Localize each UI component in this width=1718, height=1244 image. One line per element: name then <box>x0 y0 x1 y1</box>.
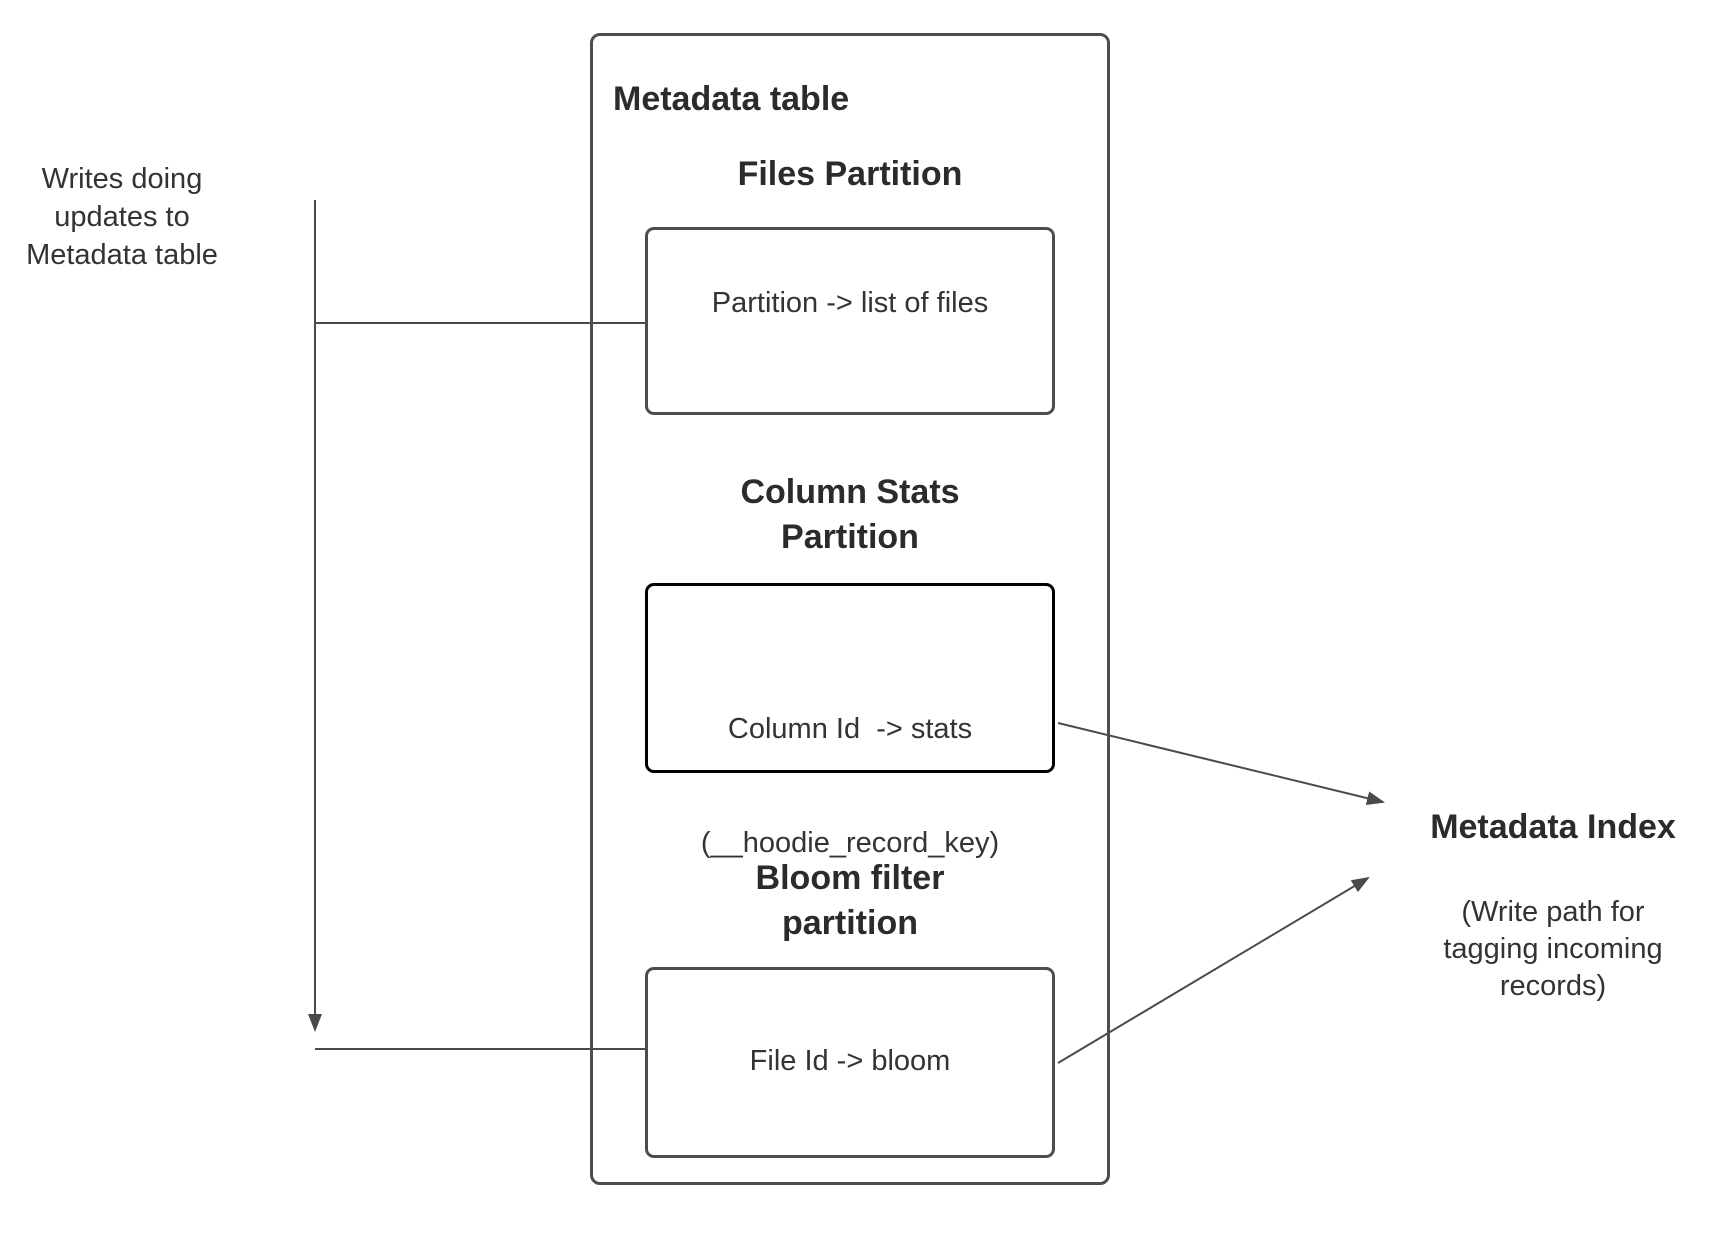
column-stats-mapping-line: Column Id -> stats <box>727 713 973 745</box>
metadata-index-subtitle-line: (Write path for <box>1461 896 1645 928</box>
files-partition-box: Partition -> list of files <box>645 227 1055 415</box>
metadata-index-subtitle-line: tagging incoming <box>1443 933 1663 965</box>
metadata-index-subtitle: (Write path for tagging incoming records… <box>1388 894 1718 1005</box>
column-stats-mapping-line: (__hoodie_record_key) <box>700 827 1000 859</box>
metadata-index-subtitle-line: records) <box>1499 970 1607 1002</box>
files-partition-mapping: Partition -> list of files <box>711 287 989 319</box>
writes-note-line: Writes doing <box>41 163 203 195</box>
column-stats-mapping: Column Id -> stats (__hoodie_record_key) <box>648 634 1052 938</box>
column-stats-partition-heading: Column Stats Partition <box>645 470 1055 560</box>
writes-note: Writes doing updates to Metadata table <box>12 160 232 274</box>
bloom-filter-heading-line: partition <box>782 904 918 942</box>
bloom-filter-partition-box: File Id -> bloom <box>645 967 1055 1158</box>
writes-note-line: updates to <box>54 201 190 233</box>
column-stats-heading-line: Partition <box>781 518 919 556</box>
bloom-filter-mapping: File Id -> bloom <box>749 1045 951 1077</box>
metadata-table-title: Metadata table <box>613 80 850 118</box>
files-partition-heading: Files Partition <box>737 155 963 193</box>
writes-note-line: Metadata table <box>26 239 218 271</box>
column-stats-partition-box: Column Id -> stats (__hoodie_record_key) <box>645 583 1055 859</box>
metadata-table-container <box>590 33 1110 1185</box>
column-stats-heading-line: Column Stats <box>740 473 960 511</box>
bloom-filter-partition-heading: Bloom filter partition <box>645 856 1055 946</box>
metadata-index-title: Metadata Index <box>1430 808 1676 846</box>
bloom-filter-heading-line: Bloom filter <box>755 859 945 897</box>
